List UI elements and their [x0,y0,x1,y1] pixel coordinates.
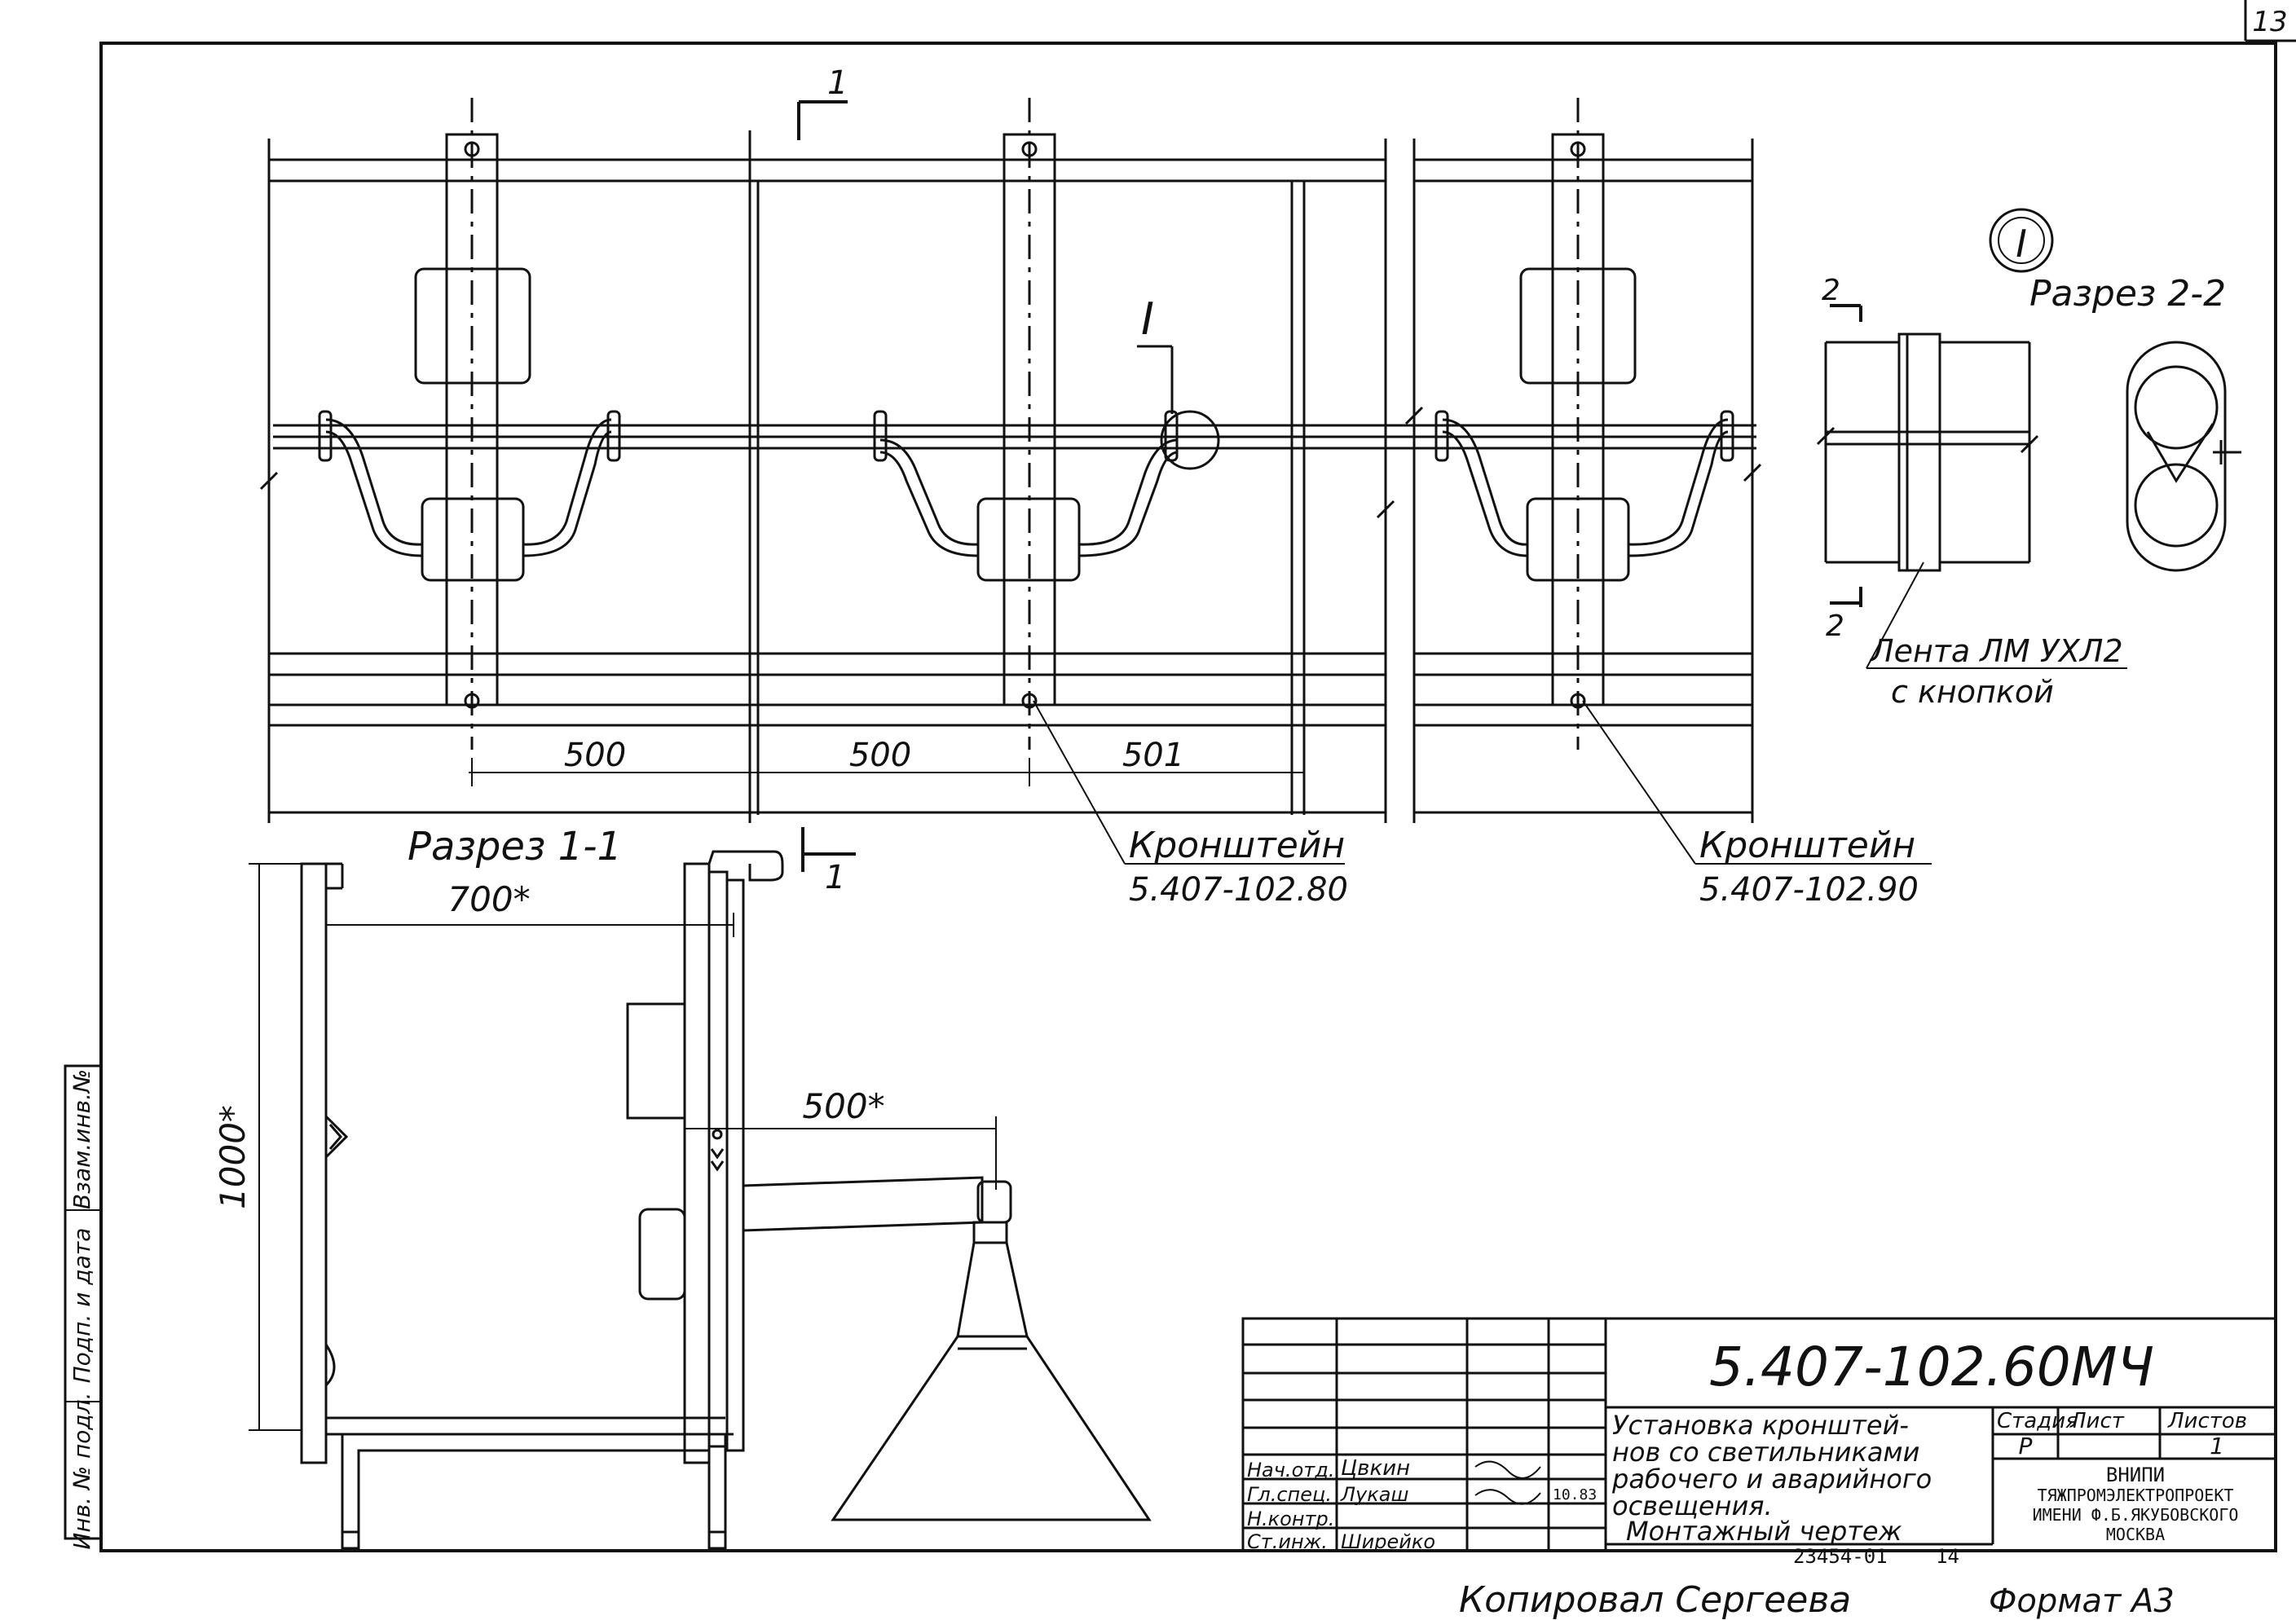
copied-by: Копировал Сергеева [1459,1579,1851,1620]
stamp-label-replace: Взам.инв.№ [68,1069,95,1209]
dim-1000: 1000* [213,1105,253,1209]
bracket-callout-left: Кронштейн 5.407-102.80 [1033,700,1348,909]
dim-500-first: 500 [564,737,626,774]
signature-1 [1474,1460,1541,1479]
role-3: Н.контр. [1247,1508,1334,1530]
luminaire [831,1241,1152,1521]
stage-header: Стадия [1997,1409,2078,1433]
detail-marker-label: I [1141,293,1154,345]
role-4: Ст.инж. [1247,1530,1328,1553]
stamp-label-sign-date: Подп. и дата [68,1228,95,1384]
sheet-header: Лист [2069,1409,2125,1433]
section-mark-bottom: 1 [801,827,856,896]
bracket-right-code: 5.407-102.90 [1699,871,1919,909]
column-middle [976,98,1081,750]
page-number-box: 13 [2244,0,2296,42]
paper-format: Формат А3 [1989,1583,2175,1620]
sheets-header: Листов [2167,1409,2247,1433]
detail-view: I Разрез 2-2 2 2 [1816,208,2241,710]
bracket-callout-right: Кронштейн 5.407-102.90 [1582,700,1932,909]
drawing-frame [99,42,2277,1552]
archive-number: 23454-01 [1793,1545,1888,1568]
section-1-1-title: Разрез 1-1 [408,824,622,869]
org-line-3: ИМЕНИ Ф.Б.ЯКУБОВСКОГО [2033,1505,2239,1525]
role-2: Гл.спец. [1247,1483,1332,1506]
name-2: Лукаш [1340,1483,1408,1506]
section-mark-top: 1 [797,64,848,140]
date-cell: 10.83 [1553,1486,1597,1503]
section-2-2-drawing [2126,341,2241,572]
name-4: Ширейко [1341,1530,1435,1553]
plan-dimensions: 500 500 501 [469,737,1305,786]
section-mark-2-bottom: 2 [1826,610,1844,643]
title-line-3: рабочего и аварийного [1611,1464,1932,1495]
title-line-2: нов со светильниками [1612,1437,1919,1468]
section-mark-2-top: 2 [1822,274,1840,307]
tape-label-line1: Лента ЛМ УХЛ2 [1869,633,2123,669]
bracket-left-name: Кронштейн [1129,825,1345,866]
org-line-1: ВНИПИ [2106,1464,2165,1486]
detail-callout: I [1137,293,1220,470]
dim-500-reach: 500* [802,1086,884,1126]
bracket-right-name: Кронштейн [1699,825,1915,866]
signature-2 [1474,1489,1541,1505]
svg-text:1: 1 [825,859,845,896]
org-line-2: ТЯЖПРОМЭЛЕКТРОПРОЕКТ [2038,1486,2234,1505]
dim-700: 700* [447,879,530,919]
sheets-value: 1 [2210,1433,2224,1459]
detail-circle-label: I [2016,222,2027,266]
section-1-1: Разрез 1-1 [213,824,1152,1550]
column-left [414,98,531,750]
document-code: 5.407-102.60МЧ [1709,1336,2154,1398]
tape-label-line2: с кнопкой [1891,674,2054,710]
plan-view: I 1 1 500 500 501 Кронштейн [259,64,1932,909]
title-line-1: Установка кронштей- [1612,1410,1909,1441]
dim-500-second: 500 [849,737,911,774]
dim-501: 501 [1122,737,1184,774]
stage-value: Р [2019,1433,2033,1459]
side-stamp: Взам.инв.№ Подп. и дата Инв. № подл. [64,1064,103,1550]
section-dimensions: 700* 1000* 500* [213,863,997,1431]
title-block: 5.407-102.60МЧ Установка кронштей- нов с… [1241,1317,2277,1568]
name-1: Цвкин [1341,1456,1410,1481]
column-right [1519,98,1637,750]
page-number: 13 [2252,6,2287,38]
title-line-5: Монтажный чертеж [1626,1516,1902,1547]
section-2-2-title: Разрез 2-2 [2029,273,2226,315]
archive-sheet: 14 [1936,1545,1959,1568]
bracket-left-code: 5.407-102.80 [1129,871,1348,909]
svg-text:1: 1 [827,64,848,102]
role-1: Нач.отд. [1247,1459,1334,1481]
org-line-4: МОСКВА [2106,1525,2165,1544]
title-line-4: освещения. [1612,1490,1773,1521]
stamp-label-inv: Инв. № подл. [68,1392,95,1549]
